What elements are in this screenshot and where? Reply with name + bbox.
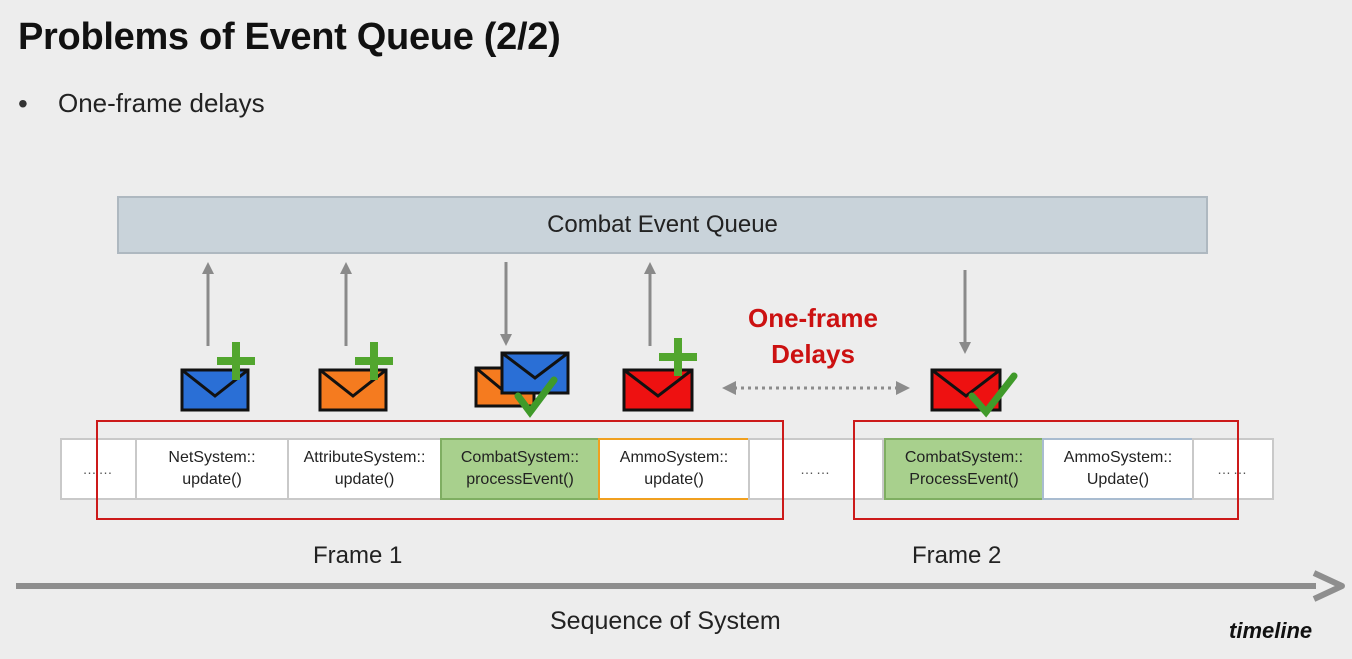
frame1-box: [96, 420, 784, 520]
delay-label-line2: Delays: [771, 339, 855, 369]
arrow-up-icon: [644, 262, 656, 346]
cell-line1: CombatSystem::: [904, 449, 1024, 466]
slide-title: Problems of Event Queue (2/2): [18, 16, 561, 58]
plus-icon: [355, 342, 393, 380]
bullet-dot: •: [18, 88, 28, 119]
checkmark-icon: [514, 376, 558, 418]
cell-line2: processEvent(): [466, 471, 574, 488]
frame2-label: Frame 2: [912, 542, 1002, 569]
arrow-down-icon: [959, 270, 971, 354]
double-arrow-icon: [722, 381, 910, 395]
combat-event-queue: Combat Event Queue: [117, 196, 1208, 254]
cell-line2: Update(): [1086, 471, 1150, 488]
cell-line1: AttributeSystem::: [303, 449, 426, 466]
cell-line2: update(): [644, 471, 704, 488]
cell-line2: ProcessEvent(): [909, 471, 1019, 488]
ammo-system-update-cell-frame2: AmmoSystem:: Update(): [1042, 438, 1194, 500]
arrow-up-icon: [202, 262, 214, 346]
ellipsis: ……: [1217, 461, 1249, 477]
envelope-icon: [930, 368, 1018, 418]
timeline-arrow-icon: [16, 570, 1345, 602]
ellipsis-cell: ……: [748, 438, 884, 500]
checkmark-icon: [968, 372, 1018, 418]
bullet-text: One-frame delays: [58, 88, 265, 118]
cell-line2: update(): [182, 471, 242, 488]
frame1-label: Frame 1: [313, 542, 403, 569]
envelope-icon: [180, 342, 255, 412]
cell-line1: CombatSystem::: [460, 449, 580, 466]
envelope-icon: [622, 338, 697, 412]
envelope-icon: [474, 351, 570, 418]
sequence-of-system-label: Sequence of System: [550, 607, 781, 635]
delay-label-line1: One-frame: [747, 303, 879, 333]
cell-line2: update(): [334, 471, 395, 488]
net-system-update-cell: NetSystem:: update(): [135, 438, 289, 500]
ellipsis-cell: ……: [1192, 438, 1274, 500]
cell-line1: AmmoSystem::: [619, 449, 729, 466]
cell-line1: AmmoSystem::: [1063, 449, 1173, 466]
envelope-icon: [318, 342, 393, 412]
ammo-system-update-cell: AmmoSystem:: update(): [598, 438, 750, 500]
frame2-box: [853, 420, 1239, 520]
queue-label: Combat Event Queue: [547, 211, 778, 238]
ellipsis: ……: [800, 461, 832, 477]
attribute-system-update-cell: AttributeSystem:: update(): [287, 438, 442, 500]
arrow-down-icon: [500, 262, 512, 346]
cell-line1: NetSystem::: [168, 449, 256, 466]
combat-system-process-event-cell-frame2: CombatSystem:: ProcessEvent(): [884, 438, 1044, 500]
arrow-up-icon: [340, 262, 352, 346]
combat-system-process-event-cell: CombatSystem:: processEvent(): [440, 438, 600, 500]
ellipsis-cell: ……: [60, 438, 137, 500]
one-frame-delays-label: One-frame Delays: [728, 300, 898, 372]
timeline-label: timeline: [1229, 618, 1313, 643]
plus-icon: [659, 338, 697, 376]
plus-icon: [217, 342, 255, 380]
